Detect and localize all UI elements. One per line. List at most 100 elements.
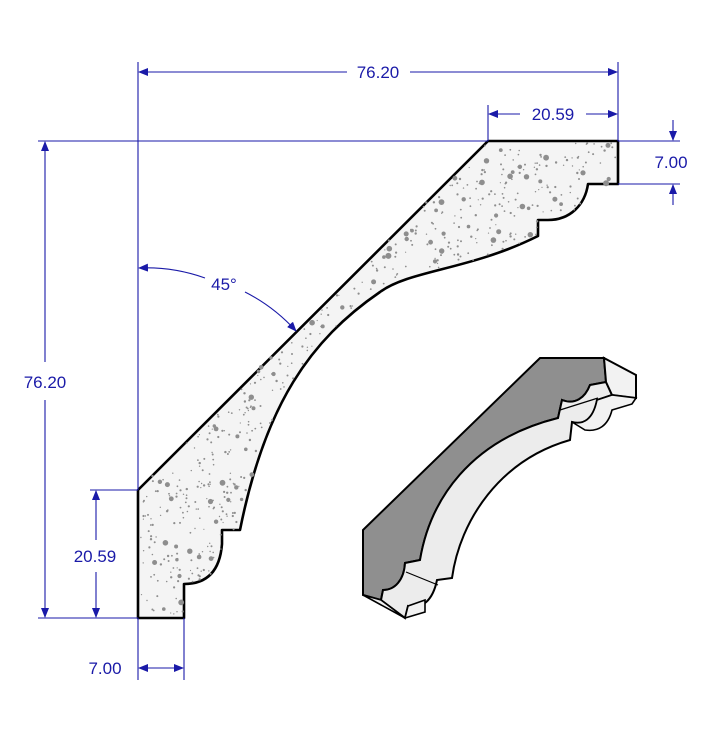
speckle-dot xyxy=(202,568,205,572)
speckle-dot xyxy=(142,562,144,564)
speckle-dot xyxy=(306,349,309,352)
speckle-dot xyxy=(175,597,177,600)
speckle-dot xyxy=(460,216,463,219)
speckle-dot xyxy=(164,482,170,488)
speckle-dot xyxy=(469,197,471,200)
speckle-dot xyxy=(306,346,309,348)
speckle-dot xyxy=(225,513,228,516)
speckle-dot xyxy=(228,433,231,436)
speckle-dot xyxy=(142,550,145,552)
speckle-dot xyxy=(441,231,446,236)
speckle-dot xyxy=(239,497,244,502)
speckle-dot xyxy=(509,232,512,235)
speckle-dot xyxy=(172,567,175,569)
speckle-dot xyxy=(186,510,189,513)
speckle-dot xyxy=(524,236,526,238)
speckle-dot xyxy=(437,266,440,269)
speckle-dot xyxy=(326,307,328,309)
speckle-dot xyxy=(167,560,170,562)
speckle-dot xyxy=(211,428,213,430)
speckle-dot xyxy=(554,161,558,164)
speckle-dot xyxy=(453,253,456,256)
speckle-dot xyxy=(518,149,520,152)
speckle-dot xyxy=(230,412,233,414)
speckle-dot xyxy=(587,151,590,154)
speckle-dot xyxy=(217,435,220,439)
speckle-dot xyxy=(182,493,185,495)
speckle-dot xyxy=(434,248,437,251)
speckle-dot xyxy=(208,485,210,488)
speckle-dot xyxy=(447,245,450,248)
speckle-dot xyxy=(218,515,221,518)
speckle-dot xyxy=(403,231,409,237)
speckle-dot xyxy=(386,245,393,252)
speckle-dot xyxy=(387,239,390,242)
speckle-dot xyxy=(478,182,481,185)
speckle-dot xyxy=(178,599,185,606)
speckle-dot xyxy=(157,479,163,484)
speckle-dot xyxy=(560,194,563,196)
speckle-dot xyxy=(197,508,199,510)
speckle-dot xyxy=(219,479,226,486)
speckle-dot xyxy=(151,480,154,483)
speckle-dot xyxy=(223,490,226,493)
speckle-dot xyxy=(148,546,151,549)
speckle-dot xyxy=(151,608,154,611)
speckle-dot xyxy=(144,515,147,517)
speckle-dot xyxy=(168,495,171,497)
speckle-dot xyxy=(502,240,505,243)
speckle-dot xyxy=(177,573,182,579)
speckle-dot xyxy=(361,281,363,283)
speckle-dot xyxy=(459,255,462,258)
speckle-dot xyxy=(201,469,204,472)
speckle-dot xyxy=(226,515,228,517)
speckle-dot xyxy=(176,567,178,569)
speckle-dot xyxy=(259,422,262,425)
speckle-dot xyxy=(179,506,182,509)
speckle-dot xyxy=(531,204,534,207)
speckle-dot xyxy=(574,204,576,207)
speckle-dot xyxy=(162,478,164,481)
speckle-dot xyxy=(405,251,407,253)
speckle-dot xyxy=(282,382,284,384)
speckle-dot xyxy=(429,265,431,268)
speckle-dot xyxy=(371,279,377,285)
speckle-dot xyxy=(535,220,539,223)
speckle-dot xyxy=(239,422,241,424)
speckle-dot xyxy=(153,573,156,576)
speckle-dot xyxy=(207,498,214,505)
speckle-dot xyxy=(509,235,512,238)
speckle-dot xyxy=(184,501,187,504)
speckle-dot xyxy=(207,425,210,427)
speckle-dot xyxy=(493,238,495,240)
speckle-dot xyxy=(244,412,246,414)
speckle-dot xyxy=(235,520,238,524)
speckle-dot xyxy=(447,241,451,244)
speckle-dot xyxy=(479,204,482,206)
speckle-dot xyxy=(457,239,459,242)
speckle-dot xyxy=(491,244,493,247)
speckle-dot xyxy=(197,459,199,461)
speckle-dot xyxy=(439,248,445,254)
speckle-dot xyxy=(576,171,579,175)
speckle-dot xyxy=(242,413,245,416)
speckle-dot xyxy=(533,166,536,168)
speckle-dot xyxy=(517,207,519,209)
speckle-dot xyxy=(514,198,517,201)
speckle-dot xyxy=(185,494,188,497)
speckle-dot xyxy=(151,523,154,527)
speckle-dot xyxy=(451,184,454,187)
speckle-dot xyxy=(582,165,584,168)
speckle-dot xyxy=(454,215,456,217)
speckle-dot xyxy=(472,259,474,261)
speckle-dot xyxy=(404,236,409,242)
speckle-dot xyxy=(208,473,211,475)
speckle-dot xyxy=(208,556,214,561)
speckle-dot xyxy=(423,209,426,212)
speckle-dot xyxy=(233,511,236,514)
speckle-dot xyxy=(494,204,497,207)
speckle-dot xyxy=(394,255,397,258)
speckle-dot xyxy=(599,162,602,164)
speckle-dot xyxy=(200,487,202,489)
speckle-dot xyxy=(586,142,589,145)
